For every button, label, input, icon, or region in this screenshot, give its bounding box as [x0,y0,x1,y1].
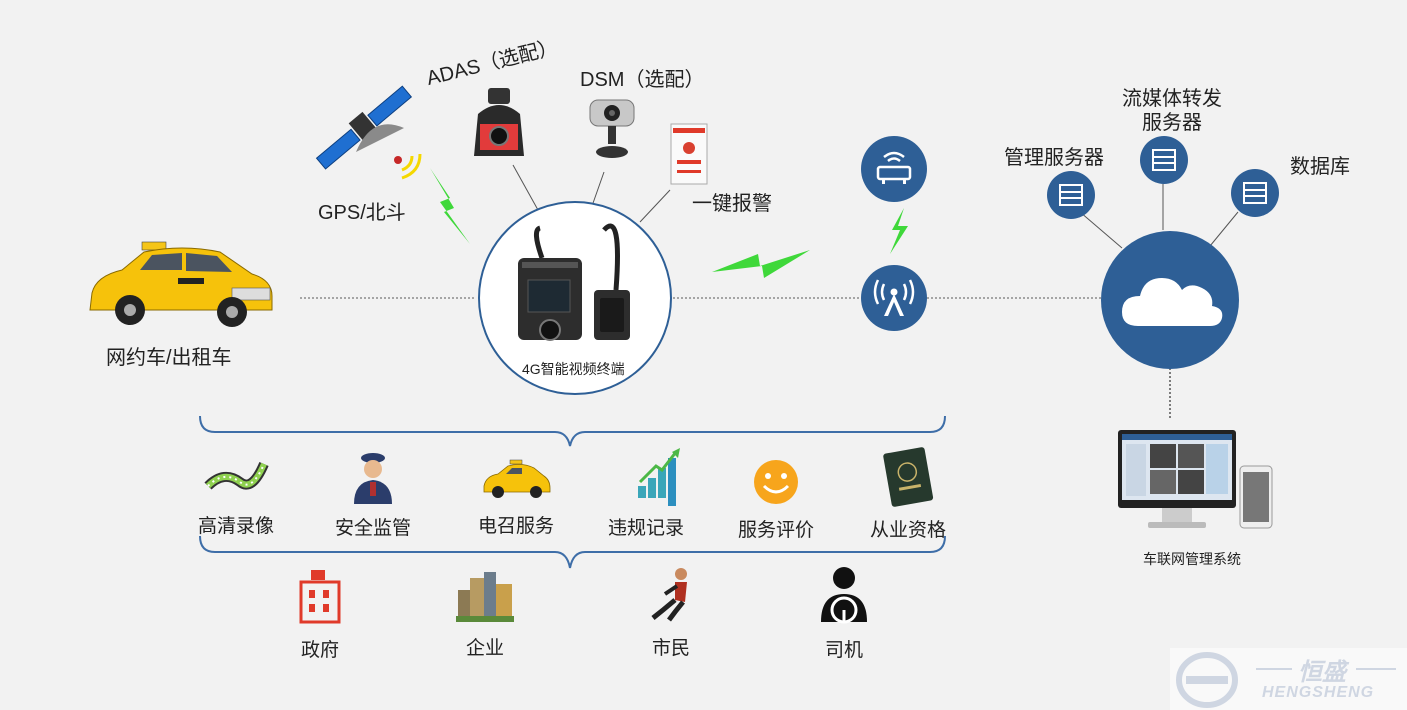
feature-label: 违规记录 [607,518,684,539]
satellite-icon [315,85,422,180]
taxi-icon [483,459,551,498]
stream-server-label-line2: 服务器 [1142,112,1202,134]
government-building-icon [299,570,341,624]
driver-icon [821,567,867,624]
feature-label: 服务评价 [737,520,814,541]
stakeholder-item: 司机 [789,566,899,662]
server-node [1047,171,1095,219]
database-label: 数据库 [1290,156,1350,178]
adas-camera-icon [474,88,524,156]
stakeholder-label: 司机 [824,640,863,661]
feature-label: 从业资格 [869,520,946,541]
logo-line [1256,668,1292,670]
gps-label: GPS/北斗 [318,202,406,224]
passport-icon [883,447,934,507]
feature-item: 安全监管 [318,452,428,540]
router-node [861,136,927,202]
city-buildings-icon [456,572,514,622]
feature-item: 电召服务 [461,452,571,538]
platform-label: 车联网管理系统 [1143,551,1241,567]
database-node [1231,169,1279,217]
feature-item: 服务评价 [721,458,831,542]
dsm-camera-icon [589,99,635,158]
stakeholder-label: 企业 [465,638,504,659]
citizen-icon [651,568,687,622]
signal-bolt-icon [890,208,908,254]
feature-item: 高清录像 [181,452,291,538]
taxi-car-image [89,241,273,327]
stream-server-label-line1: 流媒体转发 [1122,88,1222,110]
stakeholder-item: 企业 [430,570,540,660]
signal-bolt-icon [430,168,470,244]
feature-label: 电召服务 [477,516,554,537]
logo-cn: 恒盛 [1298,659,1346,686]
server-node [1140,136,1188,184]
brace-bottom [199,535,946,569]
cloud-node [1101,231,1239,369]
smiley-icon [754,460,798,504]
logo-line [1356,668,1396,670]
company-logo: 恒盛 HENGSHENG [1170,648,1407,710]
brace-top [199,415,946,447]
stakeholder-label: 政府 [300,640,339,661]
vehicle-label: 网约车/出租车 [106,347,232,369]
signal-tower-node [861,265,927,331]
film-icon [204,461,269,490]
dsm-label: DSM（选配） [580,69,705,91]
stakeholder-label: 市民 [651,638,690,659]
feature-label: 高清录像 [197,516,274,537]
feature-item: 从业资格 [853,446,963,542]
growth-chart-icon [638,448,680,506]
stakeholder-item: 市民 [616,566,726,660]
stakeholder-item: 政府 [265,568,375,662]
alarm-button-icon [670,123,708,185]
alarm-label: 一键报警 [692,193,772,215]
terminal-device-node [478,201,672,395]
feature-item: 违规记录 [591,446,701,540]
platform-screens-image [1118,430,1273,529]
logo-emblem-icon [1176,652,1238,708]
mgmt-server-label: 管理服务器 [1004,147,1104,169]
terminal-label: 4G智能视频终端 [522,361,625,377]
logo-en: HENGSHENG [1262,684,1375,701]
feature-label: 安全监管 [334,518,411,539]
police-icon [354,453,392,504]
signal-bolt-icon [712,250,810,278]
